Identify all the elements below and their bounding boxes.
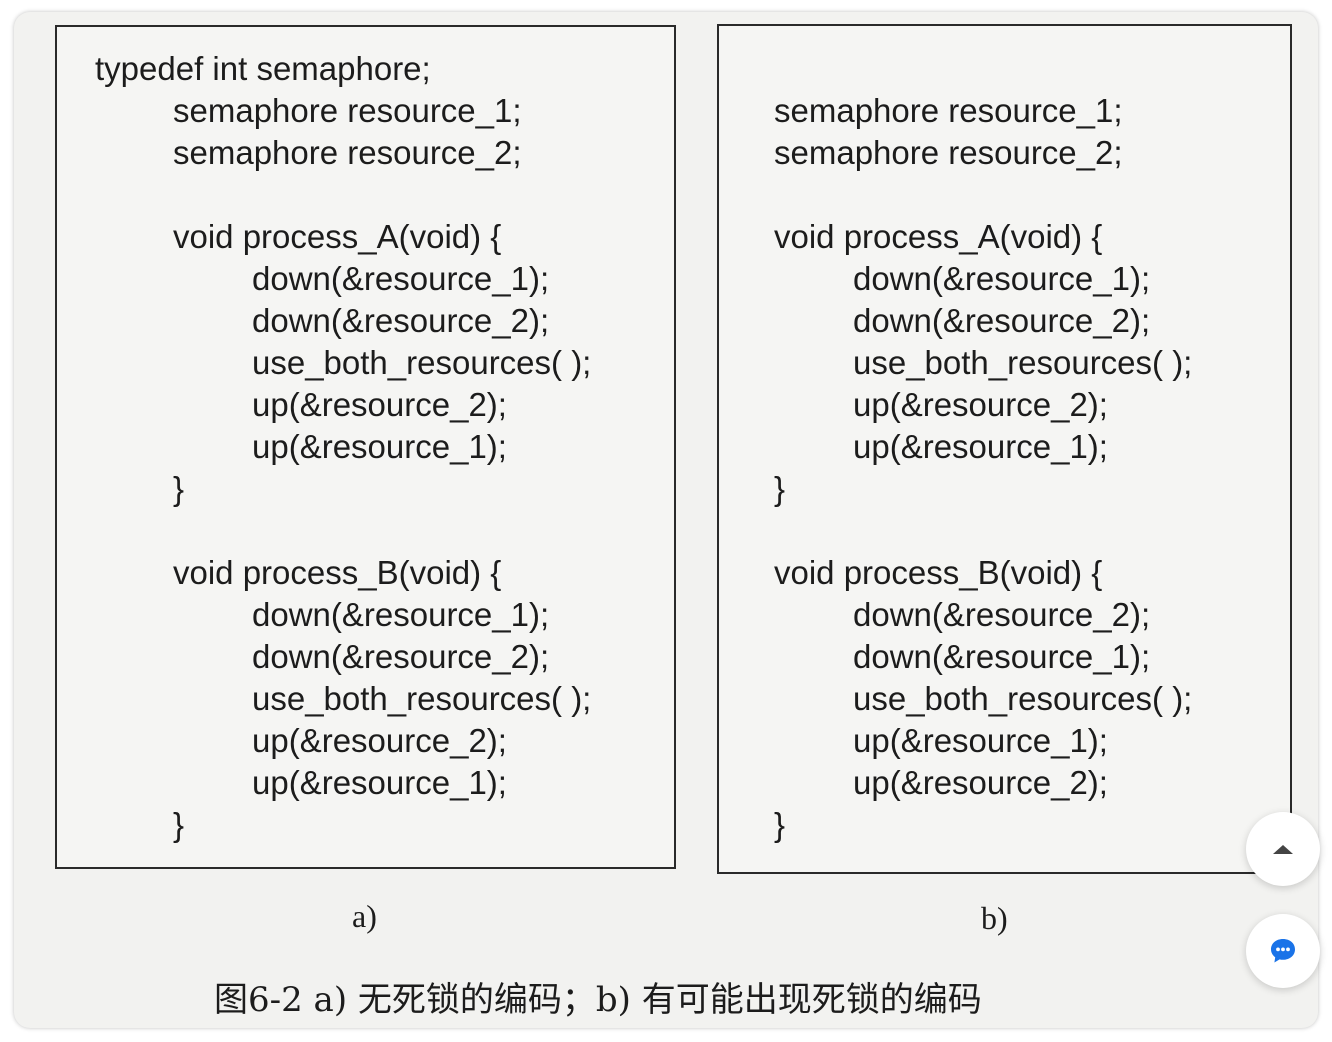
code-line: use_both_resources( ); [252, 680, 592, 717]
figure-card: typedef int semaphore; semaphore resourc… [14, 12, 1318, 1028]
code-line: down(&resource_1); [853, 260, 1151, 297]
code-panel-a: typedef int semaphore; semaphore resourc… [55, 25, 676, 869]
code-line: down(&resource_1); [252, 596, 550, 633]
code-line: up(&resource_2); [252, 722, 507, 759]
code-line: down(&resource_2); [252, 302, 550, 339]
code-line: down(&resource_1); [853, 638, 1151, 675]
code-panel-b: semaphore resource_1; semaphore resource… [717, 24, 1292, 874]
chat-bubble-icon [1271, 939, 1295, 963]
code-line: semaphore resource_2; [774, 134, 1123, 171]
code-line: } [774, 470, 786, 507]
chat-button[interactable] [1246, 914, 1320, 988]
code-line: down(&resource_2); [252, 638, 550, 675]
code-line: up(&resource_1); [252, 764, 507, 801]
code-line: } [774, 806, 786, 843]
code-line: } [173, 806, 185, 843]
code-line: down(&resource_2); [853, 302, 1151, 339]
code-line: void process_B(void) { [774, 554, 1103, 591]
code-line: up(&resource_1); [252, 428, 507, 465]
triangle-up-icon [1273, 845, 1293, 854]
figure-caption: 图6-2 a) 无死锁的编码；b) 有可能出现死锁的编码 [214, 980, 982, 1020]
code-line: semaphore resource_2; [173, 134, 522, 171]
code-line: up(&resource_2); [853, 386, 1108, 423]
code-line: void process_A(void) { [774, 218, 1103, 255]
code-line: typedef int semaphore; [95, 50, 431, 87]
panel-b-label: b) [981, 900, 1008, 936]
code-line: up(&resource_1); [853, 722, 1108, 759]
code-line: down(&resource_2); [853, 596, 1151, 633]
code-line: void process_A(void) { [173, 218, 502, 255]
code-line: semaphore resource_1; [173, 92, 522, 129]
code-line: void process_B(void) { [173, 554, 502, 591]
code-line: up(&resource_2); [853, 764, 1108, 801]
code-line: use_both_resources( ); [252, 344, 592, 381]
code-line: up(&resource_1); [853, 428, 1108, 465]
panel-a-label: a) [352, 898, 377, 934]
code-line: down(&resource_1); [252, 260, 550, 297]
code-line: semaphore resource_1; [774, 92, 1123, 129]
code-line: use_both_resources( ); [853, 344, 1193, 381]
code-line: up(&resource_2); [252, 386, 507, 423]
scroll-to-top-button[interactable] [1246, 812, 1320, 886]
code-line: use_both_resources( ); [853, 680, 1193, 717]
code-line: } [173, 470, 185, 507]
